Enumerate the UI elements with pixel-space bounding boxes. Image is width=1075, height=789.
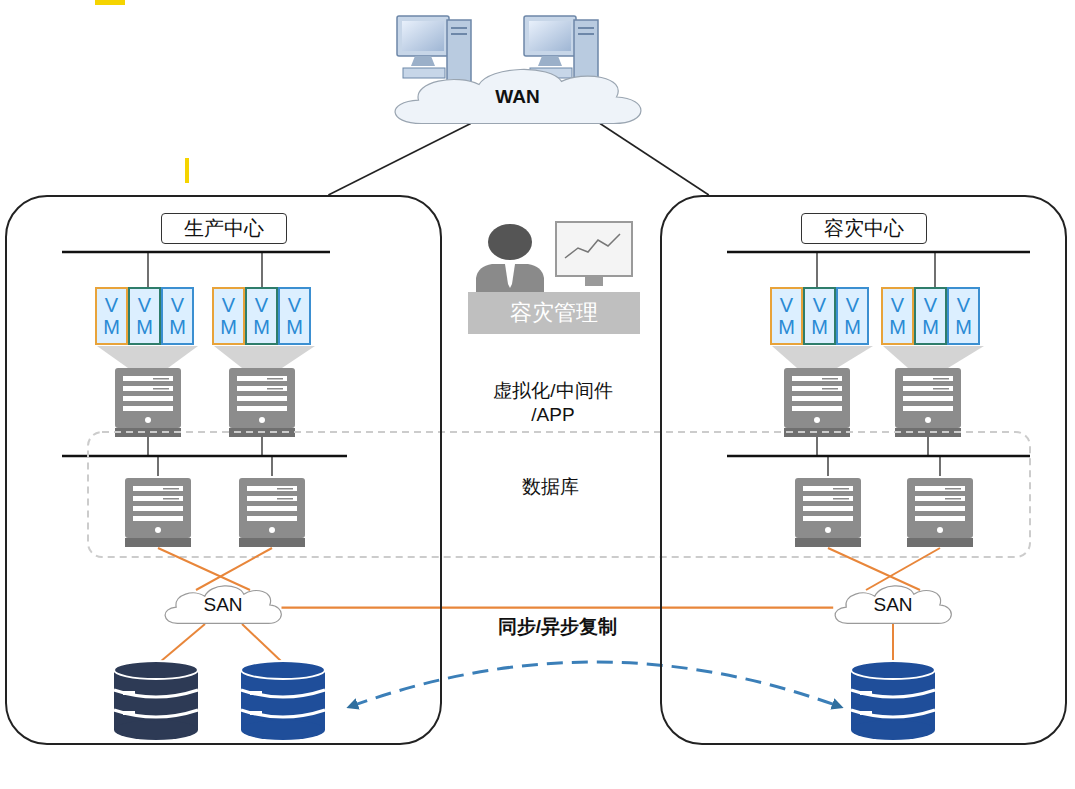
- vm-label: VM: [252, 294, 272, 338]
- db-server-icon: [795, 478, 861, 547]
- edge-label: 同步/异步复制: [494, 614, 621, 640]
- vm-label: VM: [954, 294, 974, 338]
- server-icon: [895, 368, 961, 437]
- admin-icon: [476, 222, 632, 292]
- node-label: WAN: [495, 86, 539, 108]
- vm-box: VM: [245, 287, 278, 345]
- cloud-shape: [835, 586, 951, 623]
- fc-link: [158, 548, 940, 662]
- storage-array: [241, 661, 325, 740]
- marker-stroke: [95, 0, 125, 5]
- vm-box: VM: [803, 287, 836, 345]
- cloud-shape: [395, 69, 641, 123]
- vm-box: VM: [770, 287, 803, 345]
- network-cloud: WAN: [380, 58, 655, 136]
- vm-label: VM: [921, 294, 941, 338]
- vm-box: VM: [95, 287, 128, 345]
- node-label: SAN: [203, 594, 242, 616]
- server-icon: [229, 368, 295, 437]
- vm-label: VM: [102, 294, 122, 338]
- replication-arrow: [352, 662, 838, 706]
- vm-box: VM: [278, 287, 311, 345]
- vm-box: VM: [161, 287, 194, 345]
- node-label: 容灾管理: [510, 298, 598, 328]
- network-bus: [62, 252, 1030, 476]
- connector: [328, 124, 470, 195]
- tier-label: 虚拟化/中间件 /APP: [478, 378, 628, 426]
- server-icon: [115, 368, 181, 437]
- vm-label: VM: [810, 294, 830, 338]
- connector: [282, 607, 834, 609]
- projection-shadow: [97, 346, 984, 368]
- db-server-icon: [239, 478, 305, 547]
- vm-label: VM: [135, 294, 155, 338]
- computer-icon: [397, 16, 471, 84]
- vm-box: VM: [128, 287, 161, 345]
- site-region: 容灾中心 VM VM VM VM VM VM SAN: [660, 195, 1067, 745]
- vm-box: VM: [836, 287, 869, 345]
- db-server-icon: [125, 478, 191, 547]
- site-title: 生产中心: [161, 213, 287, 244]
- vm-box: VM: [212, 287, 245, 345]
- site-region: 生产中心 VM VM VM VM VM VM SAN: [5, 195, 442, 745]
- vm-box: VM: [914, 287, 947, 345]
- server-icon: [784, 368, 850, 437]
- cloud-shape: [165, 586, 281, 623]
- storage-array: [114, 661, 198, 740]
- vm-label: VM: [168, 294, 188, 338]
- database-tier-frame: [88, 432, 1030, 557]
- vm-label: VM: [777, 294, 797, 338]
- network-cloud: SAN: [158, 578, 288, 632]
- vm-label: VM: [219, 294, 239, 338]
- node-label: SAN: [873, 594, 912, 616]
- vm-box: VM: [881, 287, 914, 345]
- site-title: 容灾中心: [801, 213, 927, 244]
- vm-label: VM: [888, 294, 908, 338]
- marker-stroke: [185, 158, 189, 183]
- tier-label: 数据库: [490, 474, 610, 500]
- connector: [600, 124, 709, 195]
- vm-label: VM: [285, 294, 305, 338]
- storage-array: [851, 661, 935, 740]
- management-box: 容灾管理: [468, 292, 640, 334]
- vm-box: VM: [947, 287, 980, 345]
- network-cloud: SAN: [828, 578, 958, 632]
- db-server-icon: [907, 478, 973, 547]
- vm-label: VM: [843, 294, 863, 338]
